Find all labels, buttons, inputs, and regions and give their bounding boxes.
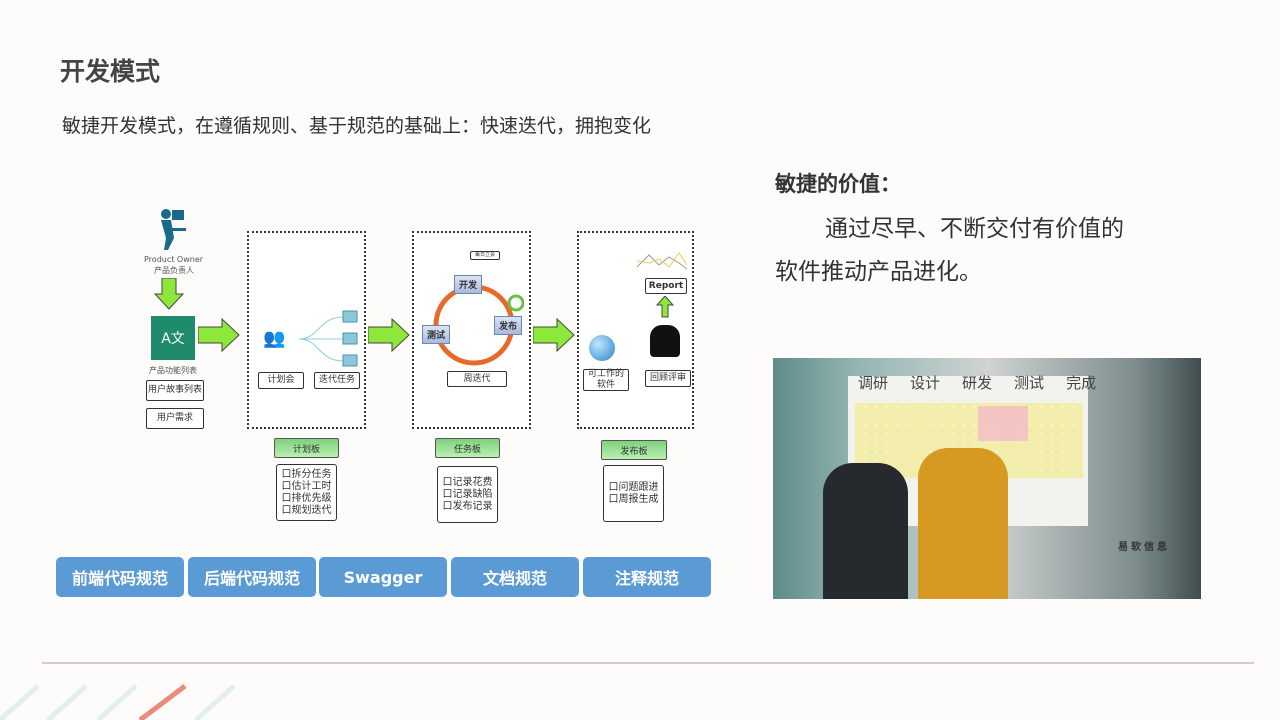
test-tag: 测试 (422, 325, 451, 344)
sticky-notes-pink (978, 406, 1028, 441)
release-tag: 发布 (494, 316, 523, 335)
globe-icon (589, 335, 615, 361)
stage-label: 完成 (1066, 374, 1097, 392)
decorative-stripes (0, 684, 236, 720)
weekly-iteration-box: 周迭代 (447, 371, 507, 387)
footer-divider (42, 662, 1254, 664)
person-right (918, 448, 1008, 599)
meeting-icon: 👥 (263, 328, 286, 349)
subtitle: 敏捷开发模式，在遵循规则、基于规范的基础上：快速迭代，拥抱变化 (62, 115, 652, 137)
swagger-button[interactable]: Swagger (319, 557, 447, 597)
release-item: 口周报生成 (608, 493, 659, 505)
right-arrow-icon (533, 318, 575, 352)
backend-code-standard-button[interactable]: 后端代码规范 (188, 557, 316, 597)
dev-tag: 开发 (454, 275, 483, 294)
plan-board-label: 计划板 (274, 438, 339, 458)
task-item: 口记录缺陷 (442, 488, 493, 500)
task-list-icon (299, 310, 358, 367)
iteration-tasks-box: 迭代任务 (314, 372, 360, 389)
right-arrow-icon (368, 318, 410, 352)
plan-item: 口拆分任务 (281, 468, 332, 480)
feature-list-icon: A文 (151, 316, 195, 360)
review-box: 回顾评审 (645, 370, 691, 387)
task-item: 口发布记录 (442, 500, 493, 512)
value-heading: 敏捷的价值： (775, 172, 901, 196)
daily-standup-label: 每日立会 (470, 251, 500, 260)
requirements-box: 用户需求 (146, 408, 204, 429)
right-arrow-icon (198, 318, 240, 352)
stage-label: 设计 (910, 374, 941, 392)
plan-item: 口规划迭代 (281, 504, 332, 516)
release-panel: Report 可工作的软件 回顾评审 (577, 231, 694, 429)
task-item: 口记录花费 (442, 476, 493, 488)
iteration-panel: 每日立会 开发 测试 发布 周迭代 (412, 231, 531, 429)
value-body: 通过尽早、不断交付有价值的软件推动产品进化。 (775, 216, 1124, 285)
down-arrow-icon (154, 278, 184, 310)
plan-board-items: 口拆分任务 口估计工时 口排优先级 口规划迭代 (276, 464, 337, 521)
up-arrow-icon (656, 296, 674, 318)
document-standard-button[interactable]: 文档规范 (451, 557, 579, 597)
comment-standard-button[interactable]: 注释规范 (583, 557, 711, 597)
person-left (823, 463, 908, 599)
team-photo: 调研 设计 研发 测试 完成 易软信息 (773, 358, 1201, 599)
release-board-items: 口问题跟进 口周报生成 (603, 465, 664, 522)
frontend-code-standard-button[interactable]: 前端代码规范 (56, 557, 184, 597)
plan-item: 口排优先级 (281, 492, 332, 504)
review-meeting-icon (650, 325, 680, 357)
stage-label: 测试 (1014, 374, 1045, 392)
po-label-en: Product Owner (144, 255, 204, 264)
task-board-items: 口记录花费 口记录缺陷 口发布记录 (437, 466, 498, 523)
plan-meeting-box: 计划会 (258, 372, 304, 389)
feature-list-label: 产品功能列表 (149, 366, 197, 375)
page-title: 开发模式 (60, 57, 161, 86)
whiteboard-stages: 调研 设计 研发 测试 完成 (858, 372, 1096, 393)
planning-panel: 👥 计划会 迭代任务 (247, 231, 366, 429)
task-board-label: 任务板 (435, 438, 500, 458)
release-board-label: 发布板 (601, 440, 667, 460)
agile-diagram: Product Owner 产品负责人 A文 产品功能列表 用户故事列表 用户需… (140, 200, 700, 530)
plan-item: 口估计工时 (281, 480, 332, 492)
report-box: Report (645, 278, 687, 294)
release-item: 口问题跟进 (608, 481, 659, 493)
stage-label: 调研 (858, 374, 889, 392)
report-chart-icon (636, 252, 688, 270)
stage-label: 研发 (962, 374, 993, 392)
story-list-box: 用户故事列表 (146, 380, 204, 401)
working-software-box: 可工作的软件 (583, 369, 629, 391)
po-label-cn: 产品负责人 (154, 266, 194, 275)
product-owner-icon (158, 208, 188, 250)
company-sign: 易软信息 (1118, 542, 1170, 553)
